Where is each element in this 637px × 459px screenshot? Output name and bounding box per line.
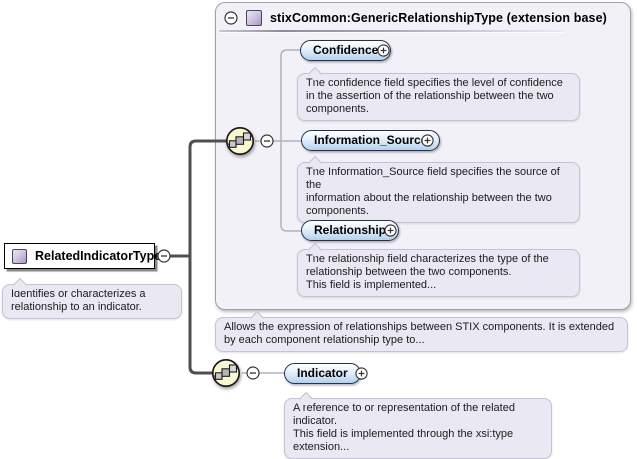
extension-base-title: stixCommon:GenericRelationshipType (exte… bbox=[270, 11, 607, 25]
sequence-collapse-icon[interactable] bbox=[260, 134, 274, 148]
sequence-icon[interactable] bbox=[211, 358, 241, 388]
confidence-annotation: The confidence field specifies the level… bbox=[297, 73, 580, 121]
information-source-expand-icon[interactable] bbox=[421, 134, 434, 147]
confidence-expand-icon[interactable] bbox=[377, 44, 390, 57]
root-type-icon bbox=[12, 248, 27, 264]
sequence-icon[interactable] bbox=[225, 126, 255, 156]
complex-type-icon bbox=[246, 10, 262, 26]
element-pill-indicator[interactable]: Indicator bbox=[284, 363, 361, 384]
header-separator-highlight bbox=[219, 32, 564, 33]
indicator-annotation: A reference to or representation of the … bbox=[284, 398, 552, 459]
relationship-expand-icon[interactable] bbox=[384, 224, 397, 237]
root-collapse-icon[interactable] bbox=[157, 249, 171, 263]
extension-base-annotation: Allows the expression of relationships b… bbox=[215, 317, 628, 352]
sequence-collapse-icon[interactable] bbox=[246, 366, 260, 380]
root-element-box[interactable]: RelatedIndicatorType bbox=[4, 243, 161, 269]
root-annotation: Identifies or characterizes a relationsh… bbox=[2, 284, 182, 319]
element-pill-confidence[interactable]: Confidence bbox=[300, 40, 392, 61]
indicator-expand-icon[interactable] bbox=[355, 367, 368, 380]
extension-base-header: stixCommon:GenericRelationshipType (exte… bbox=[216, 3, 630, 26]
information-source-annotation: The Information_Source field specifies t… bbox=[297, 162, 580, 223]
collapse-icon[interactable] bbox=[224, 11, 238, 25]
root-element-label: RelatedIndicatorType bbox=[35, 249, 162, 263]
element-pill-information-source[interactable]: Information_Source bbox=[301, 130, 441, 151]
element-pill-relationship[interactable]: Relationship bbox=[301, 220, 400, 241]
relationship-annotation: The relationship field characterizes the… bbox=[297, 249, 580, 297]
header-separator bbox=[219, 30, 564, 32]
